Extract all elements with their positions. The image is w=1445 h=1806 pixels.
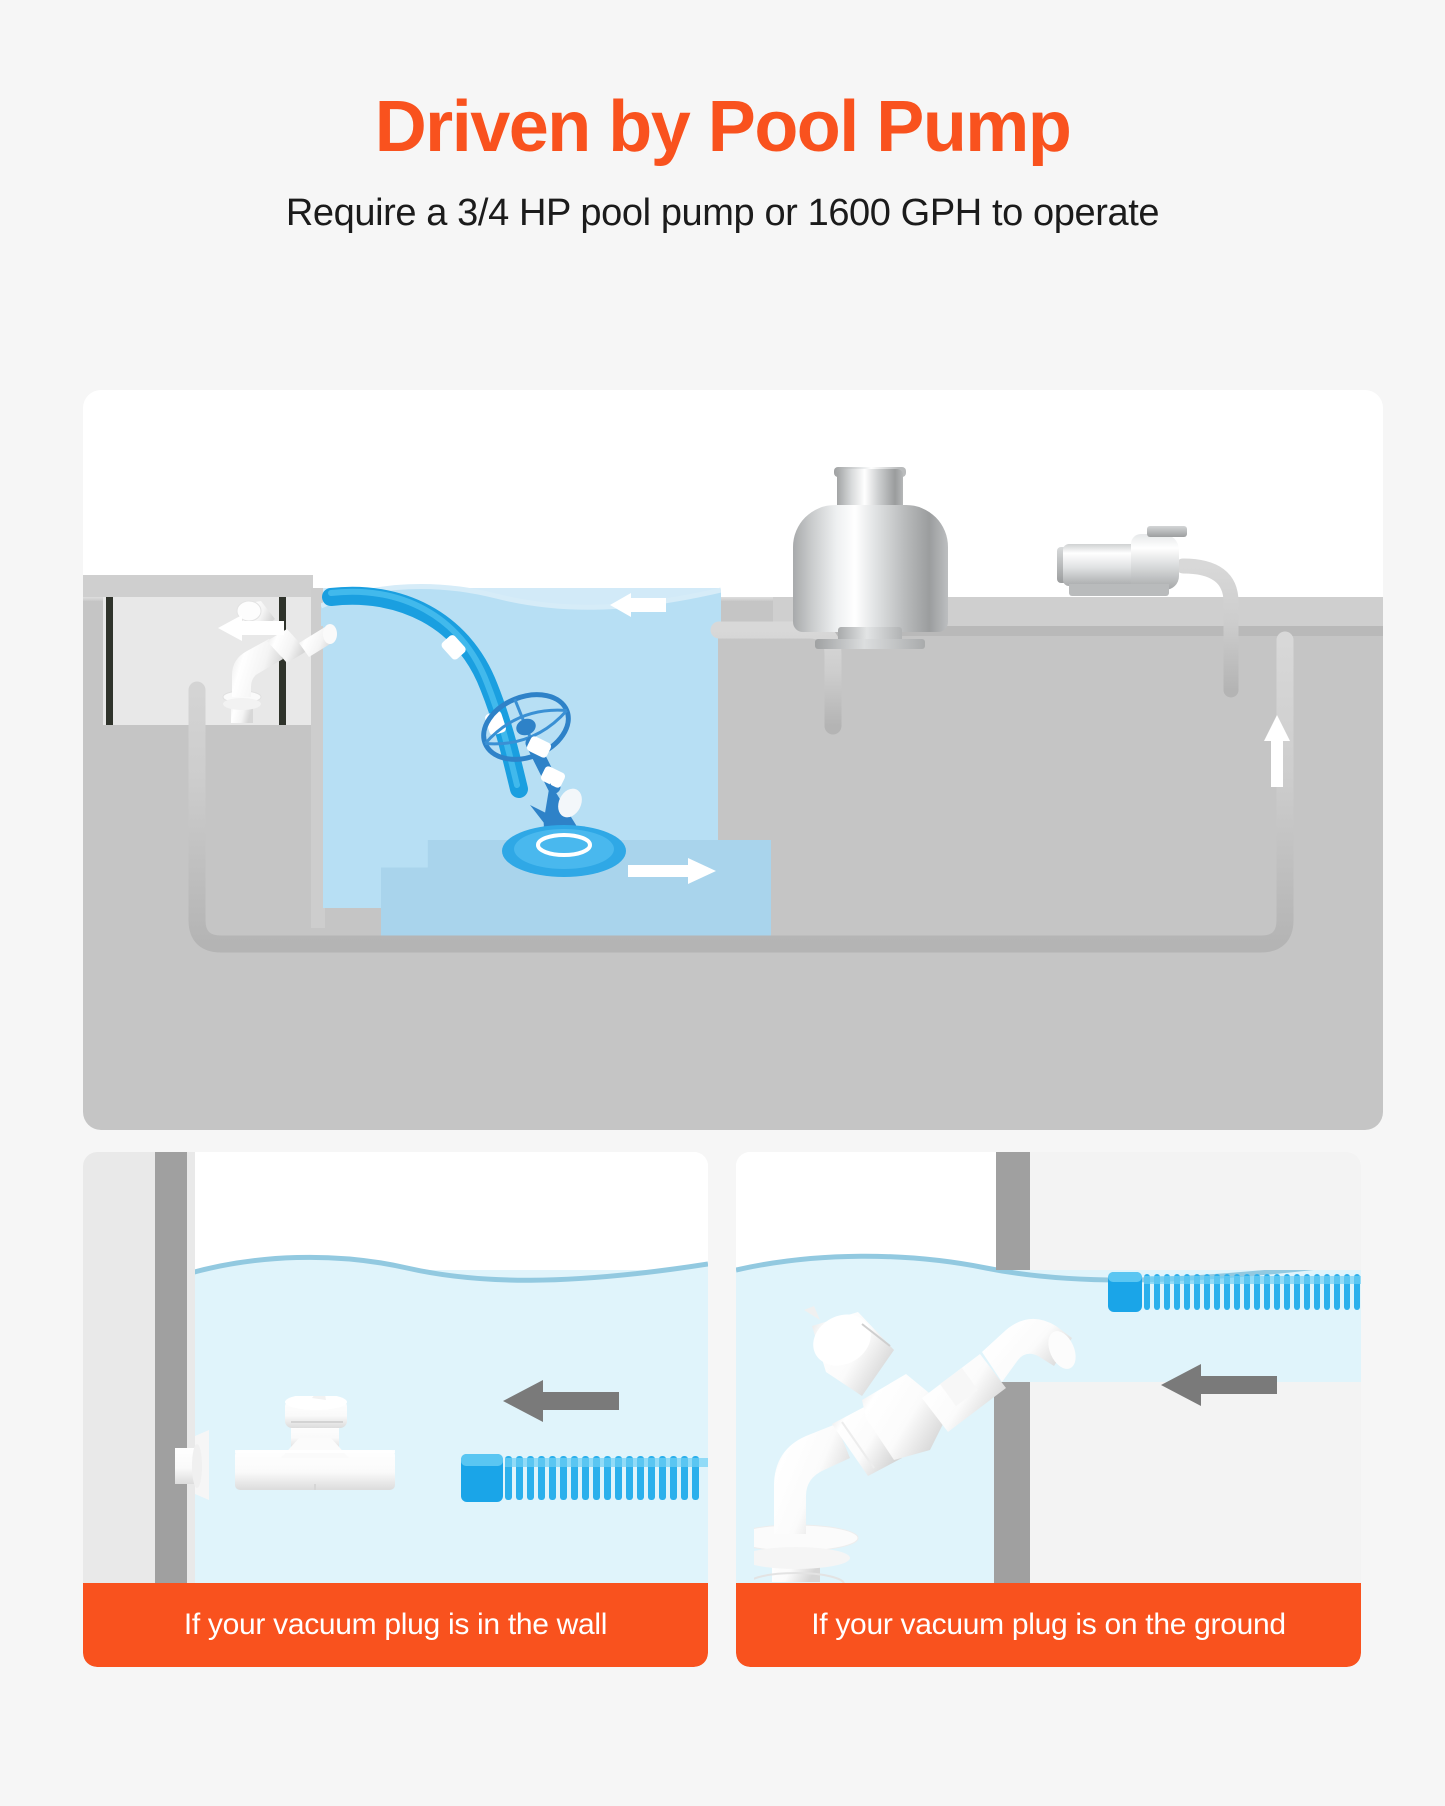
filter-tank-foot: [815, 639, 925, 649]
riser-pipe: [832, 1406, 902, 1476]
blue-corrugated-hose: [1108, 1272, 1361, 1312]
ground-panel-upper-wall: [996, 1152, 1030, 1270]
arrow-suction-left-icon: [610, 593, 666, 617]
page-title: Driven by Pool Pump: [374, 87, 1072, 167]
header: Driven by Pool Pump Require a 3/4 HP poo…: [0, 0, 1445, 235]
ground-panel-direction-arrow-icon: [1161, 1364, 1277, 1406]
valve-cap: [804, 1306, 894, 1396]
pump-strainer-lid: [1147, 526, 1187, 537]
pipe-coupling: [940, 1368, 978, 1406]
wall-vacuum-plug-fitting: [175, 1396, 395, 1500]
skimmer-shelf: [83, 575, 313, 597]
wall-panel-water-wave: [187, 1254, 708, 1298]
skimmer-wall-left: [106, 597, 113, 725]
wall-plug-caption: If your vacuum plug is in the wall: [83, 1583, 708, 1667]
wall-insert: [175, 1430, 209, 1500]
blue-corrugated-hose: [461, 1454, 708, 1502]
ground-vacuum-plug-assembly: [754, 1306, 1076, 1596]
elbow-90: [774, 1424, 850, 1534]
pool-pump-motor: [1057, 526, 1198, 602]
pool-wall-left: [311, 588, 325, 928]
pump-base-plate: [1069, 584, 1169, 596]
tee-fitting: [235, 1422, 395, 1490]
wall-plug-caption-text: If your vacuum plug is in the wall: [183, 1608, 608, 1641]
skimmer-wall-right: [279, 597, 286, 725]
arrow-pump-up-icon: [1264, 715, 1290, 787]
skimmer-valve-assembly: [222, 600, 337, 723]
cleaner-skirt: [502, 825, 626, 877]
pool-cleaner: [481, 692, 626, 877]
deck-surface-line: [83, 597, 1383, 601]
main-diagram-panel: [83, 390, 1383, 1130]
ground-plug-caption-text: If your vacuum plug is on the ground: [811, 1608, 1286, 1641]
ground-plug-panel: If your vacuum plug is on the ground: [736, 1152, 1361, 1667]
filter-tank-body: [793, 505, 948, 632]
sand-filter-tank: [793, 467, 948, 649]
elbow-45: [982, 1318, 1072, 1382]
pump-volute: [1131, 534, 1179, 590]
pump-motor-end-cap: [1057, 547, 1067, 583]
wall-plug-panel: If your vacuum plug is in the wall: [83, 1152, 708, 1667]
ground-plug-caption: If your vacuum plug is on the ground: [736, 1583, 1361, 1667]
arrow-skimmer-left-icon: [218, 615, 284, 641]
ground-panel-upper-deck: [1030, 1152, 1361, 1270]
pump-motor-housing: [1063, 544, 1143, 586]
wall-panel-direction-arrow-icon: [503, 1380, 619, 1422]
valve-cap: [285, 1396, 347, 1428]
arrow-return-right-icon: [628, 858, 716, 884]
equipment-pad-edge: [773, 626, 1383, 636]
pipe-network: [188, 522, 1294, 953]
wall-panel-pool-wall: [155, 1152, 187, 1667]
page-subtitle: Require a 3/4 HP pool pump or 1600 GPH t…: [285, 191, 1160, 234]
cleaner-deflector-wheel: [481, 692, 571, 762]
